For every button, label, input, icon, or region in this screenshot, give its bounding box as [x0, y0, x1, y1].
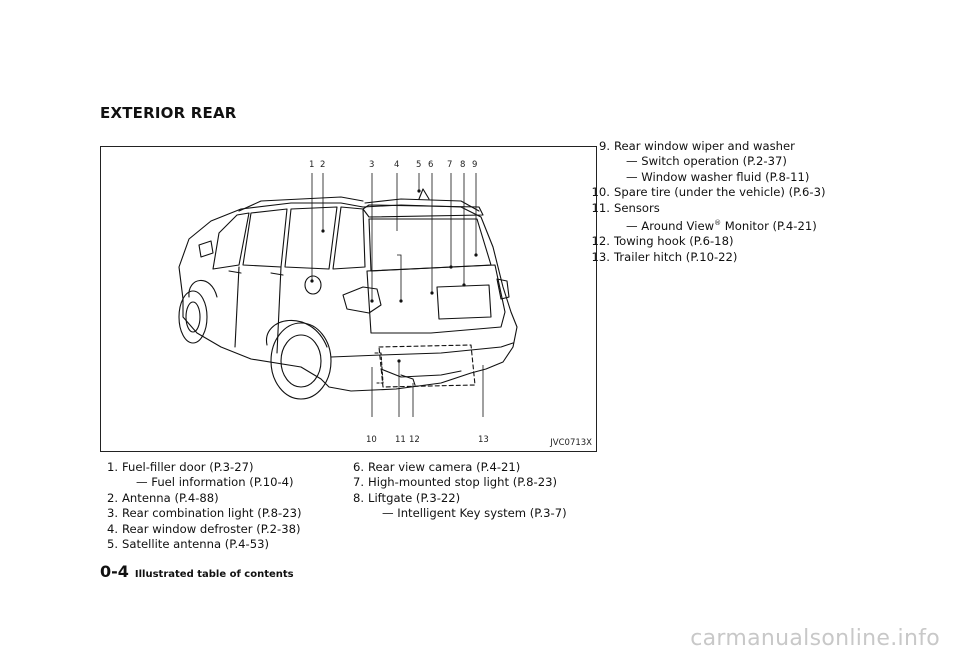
list-item: 9.Rear window wiper and washer: [598, 139, 795, 153]
list-item: 3.Rear combination light (P.8-23): [106, 506, 302, 521]
vehicle-exterior-rear-figure: 1 2 3 4 5 6 7 8 9 10 11 12 13 JVC0713X: [100, 146, 597, 452]
item-list-col3: 9.Rear window wiper and washer — Switch …: [590, 139, 826, 265]
vehicle-illustration: 1 2 3 4 5 6 7 8 9 10 11 12 13: [178, 160, 518, 445]
callout-6: 6: [428, 160, 433, 170]
item-list-col2: 6.Rear view camera (P.4-21) 7.High-mount…: [342, 460, 567, 522]
list-item: 11.Sensors: [591, 200, 660, 215]
callout-11: 11: [395, 435, 406, 445]
callout-13: 13: [478, 435, 489, 445]
list-subitem: — Switch operation (P.2-37): [626, 154, 787, 169]
page-number: 0-4: [100, 562, 129, 581]
item-list-col1: 1.Fuel-filler door (P.3-27) — Fuel infor…: [96, 460, 302, 552]
list-item: 12.Towing hook (P.6-18): [591, 234, 734, 249]
callout-12: 12: [409, 435, 420, 445]
callout-7: 7: [447, 160, 452, 170]
figure-code: JVC0713X: [550, 438, 592, 448]
list-subitem: — Window washer fluid (P.8-11): [626, 169, 810, 184]
callout-8: 8: [460, 160, 465, 170]
callout-1: 1: [309, 160, 314, 170]
section-title: EXTERIOR REAR: [100, 104, 237, 122]
list-item: 1.Fuel-filler door (P.3-27): [106, 460, 254, 474]
callout-2: 2: [320, 160, 325, 170]
list-item: 8.Liftgate (P.3-22): [352, 490, 461, 505]
page-footer: 0-4 Illustrated table of contents: [100, 562, 294, 581]
footer-title: Illustrated table of contents: [134, 569, 294, 580]
list-item: 4.Rear window defroster (P.2-38): [106, 521, 301, 536]
callout-9: 9: [472, 160, 477, 170]
list-item: 5.Satellite antenna (P.4-53): [106, 537, 270, 552]
list-item: 7.High-mounted stop light (P.8-23): [352, 475, 557, 490]
callout-4: 4: [394, 160, 399, 170]
list-subitem: — Intelligent Key system (P.3-7): [382, 506, 567, 521]
list-item: 2.Antenna (P.4-88): [106, 490, 219, 505]
list-subitem: — Around View® Monitor (P.4-21): [626, 218, 817, 233]
callout-3: 3: [369, 160, 374, 170]
watermark: carmanualsonline.info: [690, 626, 940, 651]
callout-5: 5: [416, 160, 421, 170]
list-item: 10.Spare tire (under the vehicle) (P.6-3…: [591, 185, 826, 200]
callout-10: 10: [366, 435, 377, 445]
list-item: 13.Trailer hitch (P.10-22): [591, 249, 738, 264]
list-subitem: — Fuel information (P.10-4): [136, 475, 294, 490]
list-item: 6.Rear view camera (P.4-21): [352, 460, 521, 474]
